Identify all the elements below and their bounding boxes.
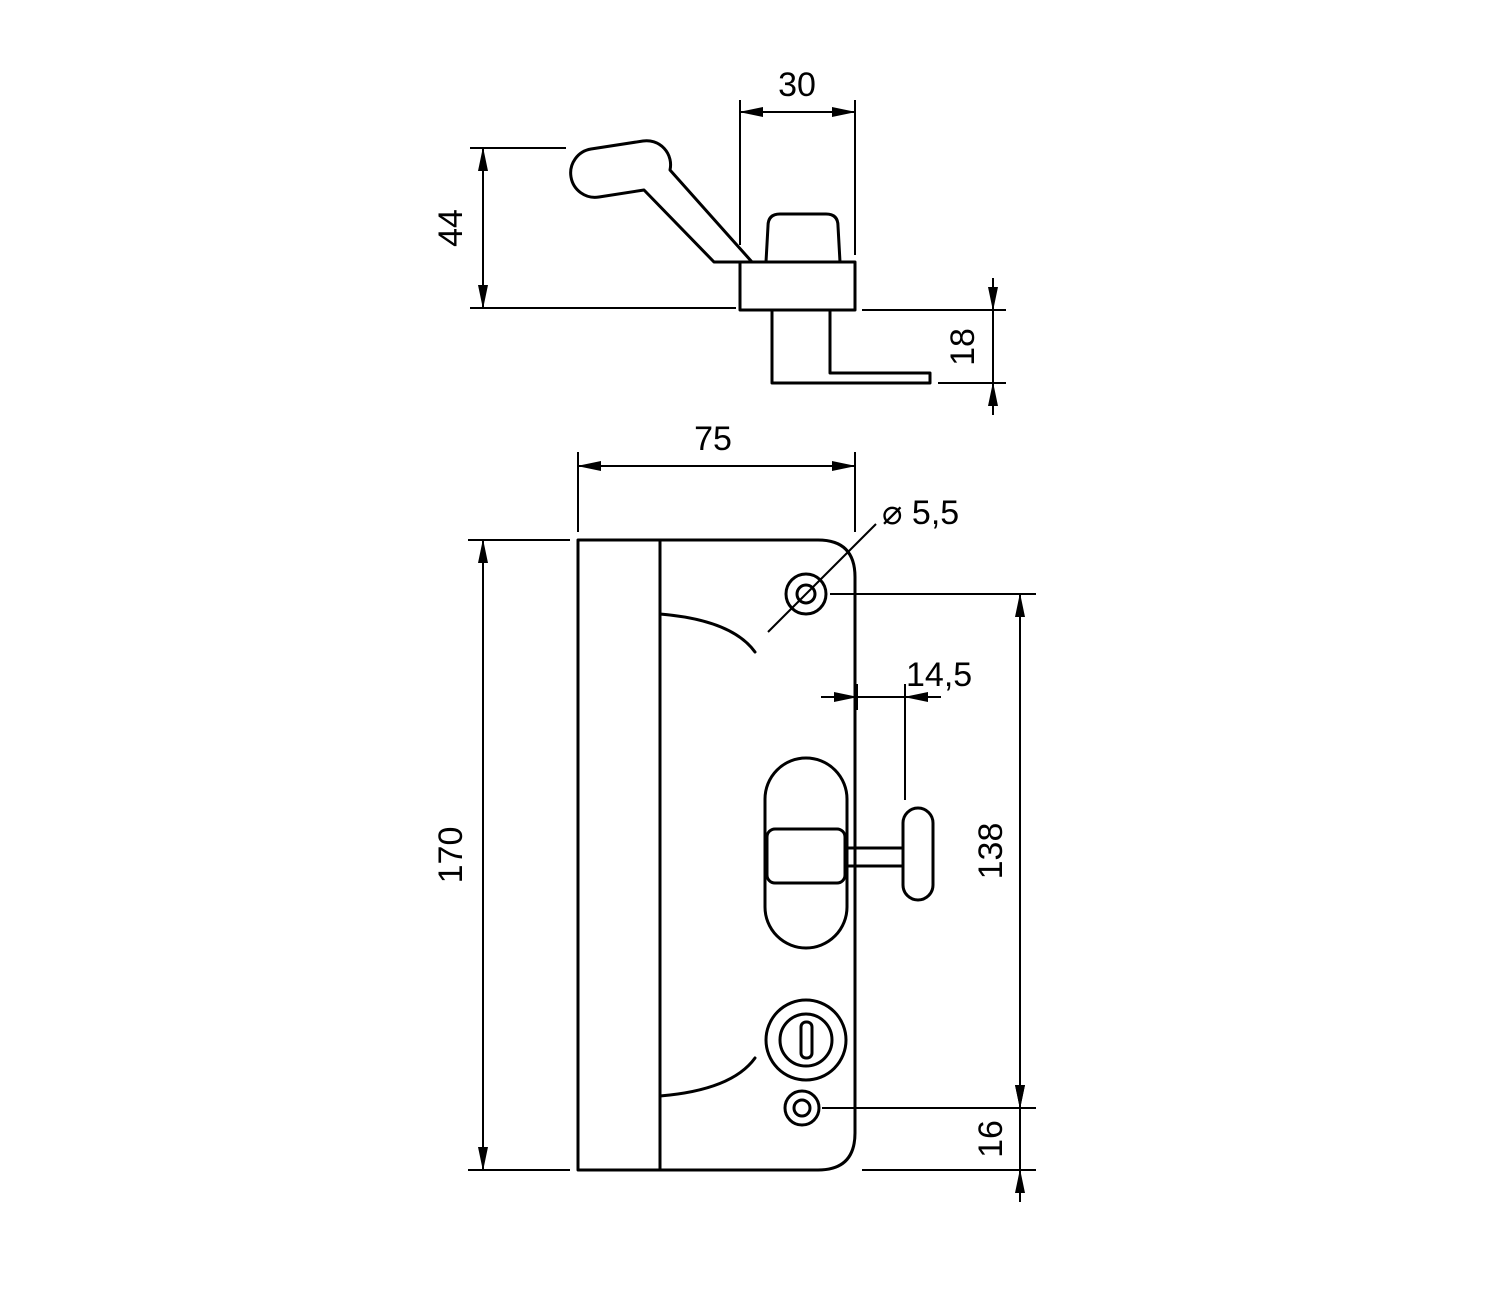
recess-arc-top [658,612,757,654]
knob-outline [764,212,842,264]
dimension-label-44: 44 [432,209,470,247]
slider-knob-outline [765,827,847,885]
dimension-14-5: 14,5 [821,656,972,800]
side-profile-view: 30 44 18 [432,66,1006,415]
dimension-label-75: 75 [694,420,732,458]
top-screw-hole-outer [784,572,828,616]
dimension-16: 16 [862,1076,1036,1202]
dimension-label-16: 16 [972,1120,1010,1158]
dimension-label-170: 170 [432,827,470,884]
slider-track-outline [763,756,849,950]
dimension-44: 44 [432,147,736,309]
hole-diameter-callout: ⌀ 5,5 [767,494,959,633]
lever-handle-outline [569,139,754,264]
lock-cylinder-inner [778,1012,834,1068]
dimension-label-14-5: 14,5 [906,656,972,694]
dimension-138: 138 [822,593,1036,1109]
t-handle-bar-outline [901,806,935,902]
recess-arc-bottom [658,1056,757,1098]
dimension-75: 75 [577,420,856,532]
lock-cylinder-outer [764,998,848,1082]
dimension-label-diameter: ⌀ 5,5 [882,494,959,532]
keyway-slot [799,1020,814,1060]
dimension-30: 30 [739,66,856,255]
leader-line [767,523,877,633]
top-screw-hole-inner [795,583,817,605]
stem-flange-outline [770,308,932,385]
base-block-outline [738,260,857,312]
front-view: 75 ⌀ 5,5 14,5 138 [432,420,1036,1202]
plate-outline [576,538,857,1172]
dimension-170: 170 [432,539,570,1171]
dimension-label-138: 138 [972,823,1010,880]
bottom-screw-hole-inner [792,1098,812,1118]
bottom-screw-hole-outer [783,1089,821,1127]
dimension-label-18: 18 [944,328,982,366]
dimension-label-30: 30 [778,66,816,104]
dimension-18: 18 [862,278,1006,415]
